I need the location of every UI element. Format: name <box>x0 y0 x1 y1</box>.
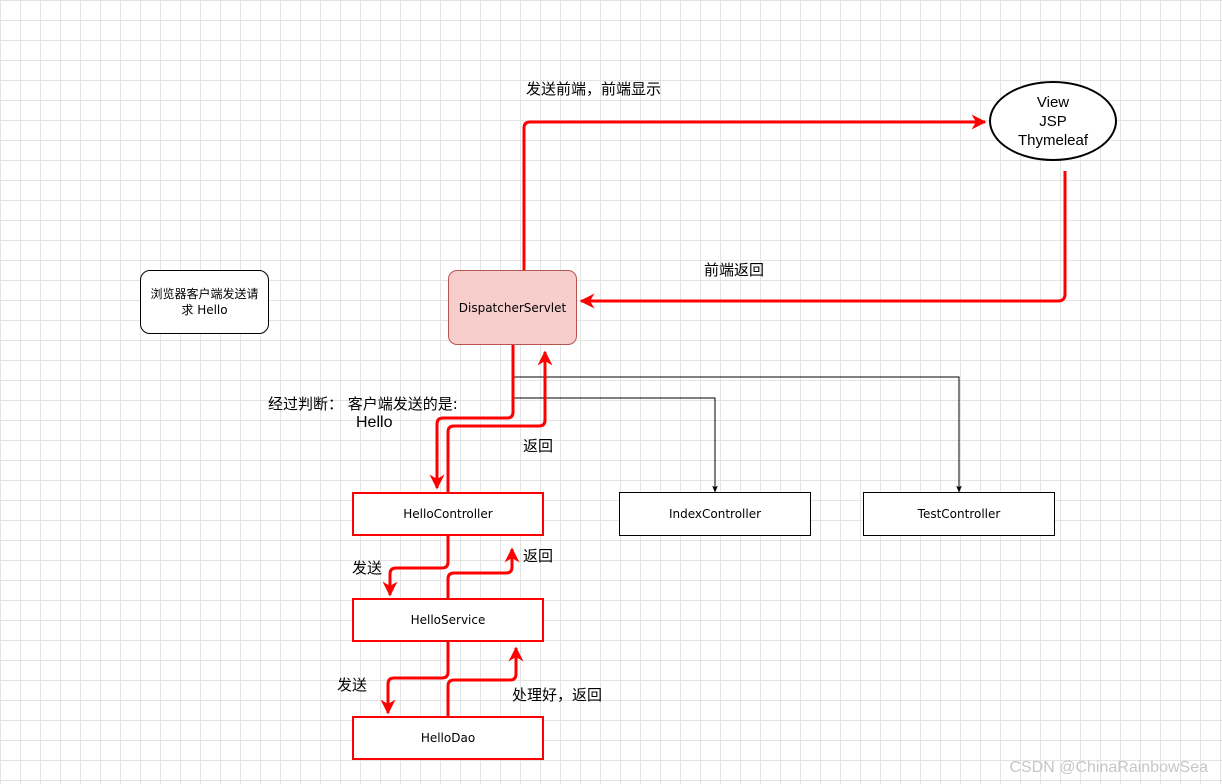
arrow-dispatcher-to-view <box>522 114 987 270</box>
arrow-service-to-dao <box>380 642 450 715</box>
label-return-service: 返回 <box>523 547 554 565</box>
test-controller-node[interactable]: TestController <box>863 492 1055 536</box>
index-controller-node[interactable]: IndexController <box>619 492 811 536</box>
arrow-controller-to-service <box>382 536 450 597</box>
client-request-node[interactable]: 浏览器客户端发送请求 Hello <box>140 270 269 334</box>
label-frontend-return: 前端返回 <box>704 261 765 279</box>
label-judgement-line2: Hello <box>356 414 393 431</box>
view-line-view: View <box>1036 93 1070 111</box>
test-controller-label: TestController <box>917 507 1001 521</box>
arrow-hello-controller-to-dispatcher <box>446 350 553 492</box>
hello-dao-node[interactable]: HelloDao <box>352 716 544 760</box>
dispatcher-servlet-label: DispatcherServlet <box>458 300 567 315</box>
dispatcher-servlet-node[interactable]: DispatcherServlet <box>448 270 577 345</box>
hello-service-label: HelloService <box>410 613 486 627</box>
arrow-dao-to-service <box>446 646 524 716</box>
hello-controller-label: HelloController <box>403 507 493 521</box>
watermark: CSDN @ChinaRainbowSea <box>1009 759 1208 776</box>
hello-dao-label: HelloDao <box>420 731 476 745</box>
label-send-dao: 发送 <box>337 676 368 694</box>
client-request-text: 浏览器客户端发送请求 Hello <box>150 287 259 317</box>
hello-controller-node[interactable]: HelloController <box>352 492 544 536</box>
index-controller-label: IndexController <box>668 507 762 521</box>
view-line-jsp: JSP <box>1039 112 1067 130</box>
label-return-controller: 返回 <box>523 437 554 455</box>
arrow-dispatcher-to-hello-controller <box>429 345 515 490</box>
label-send-frontend: 发送前端，前端显示 <box>526 80 662 98</box>
arrow-view-to-dispatcher <box>579 171 1067 309</box>
view-node[interactable]: View JSP Thymeleaf <box>989 81 1117 161</box>
arrow-service-to-controller <box>446 547 520 598</box>
arrow-dispatcher-to-test-controller <box>513 376 962 493</box>
label-send-service: 发送 <box>352 559 383 577</box>
label-processed-return: 处理好，返回 <box>512 686 603 704</box>
label-judgement-line1: 经过判断： 客户端发送的是: <box>268 395 458 413</box>
hello-service-node[interactable]: HelloService <box>352 598 544 642</box>
view-line-thymeleaf: Thymeleaf <box>1017 131 1089 149</box>
arrow-dispatcher-to-index-controller <box>512 345 718 493</box>
